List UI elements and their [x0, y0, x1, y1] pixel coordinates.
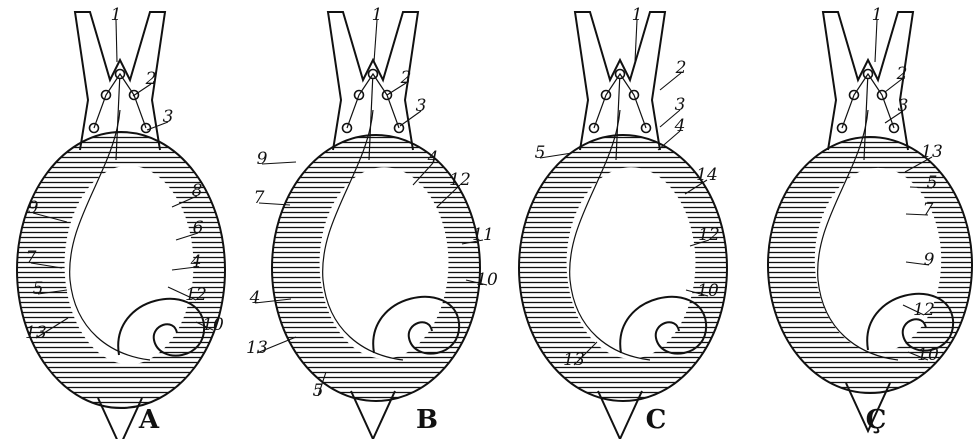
leader-line	[875, 20, 877, 62]
structure-number: 1	[111, 5, 122, 25]
structure-number: 12	[698, 225, 720, 245]
structure-number: 4	[674, 116, 686, 136]
structure-number: 3	[675, 95, 686, 115]
panel-letter: B	[416, 405, 438, 435]
structure-number: 1	[632, 5, 643, 25]
leader-line	[374, 20, 377, 62]
structure-number: 8	[192, 181, 203, 201]
structure-number: 5	[313, 381, 324, 401]
panel-letter: A	[138, 405, 160, 435]
structure-number: 7	[923, 200, 934, 220]
panel-letter: C	[646, 405, 667, 435]
structure-number: 13	[246, 338, 268, 358]
structure-number: 13	[921, 142, 943, 162]
structure-number: 5	[535, 143, 546, 163]
structure-number: 2	[675, 58, 687, 78]
organ-area	[65, 166, 194, 365]
structure-number: 9	[28, 198, 39, 218]
structure-number: 9	[924, 250, 935, 270]
panel-4: 123135791210Ç	[768, 5, 972, 435]
structure-number: 10	[476, 270, 498, 290]
structure-number: 2	[896, 64, 908, 84]
organ-area	[567, 167, 696, 359]
structure-number: 14	[696, 165, 718, 185]
structure-number: 9	[257, 149, 268, 169]
structure-number: 7	[26, 248, 37, 268]
structure-number: 13	[25, 323, 47, 343]
structure-number: 4	[190, 252, 202, 272]
panel-letter: Ç	[866, 405, 887, 435]
structure-number: 3	[898, 96, 909, 116]
structure-number: 12	[449, 170, 471, 190]
structure-number: 3	[416, 96, 427, 116]
structure-number: 13	[563, 350, 585, 370]
structure-number: 5	[927, 173, 938, 193]
structure-number: 12	[913, 300, 935, 320]
structure-number: 6	[193, 218, 204, 238]
structure-number: 1	[872, 5, 883, 25]
structure-number: 10	[917, 345, 939, 365]
structure-number: 4	[427, 148, 439, 168]
structure-number: 7	[254, 188, 265, 208]
panel-3: 1234514121013C	[519, 5, 727, 439]
organ-area	[320, 167, 449, 359]
structure-number: 10	[697, 281, 719, 301]
structure-number: 3	[163, 107, 174, 127]
leader-line	[116, 20, 117, 62]
structure-number: 2	[145, 69, 157, 89]
structure-number: 12	[185, 285, 207, 305]
structure-number: 4	[249, 288, 261, 308]
structure-number: 5	[33, 279, 44, 299]
structure-number: 10	[202, 315, 224, 335]
structure-number: 2	[400, 68, 412, 88]
structure-number: 1	[372, 5, 383, 25]
structure-number: 11	[472, 225, 494, 245]
